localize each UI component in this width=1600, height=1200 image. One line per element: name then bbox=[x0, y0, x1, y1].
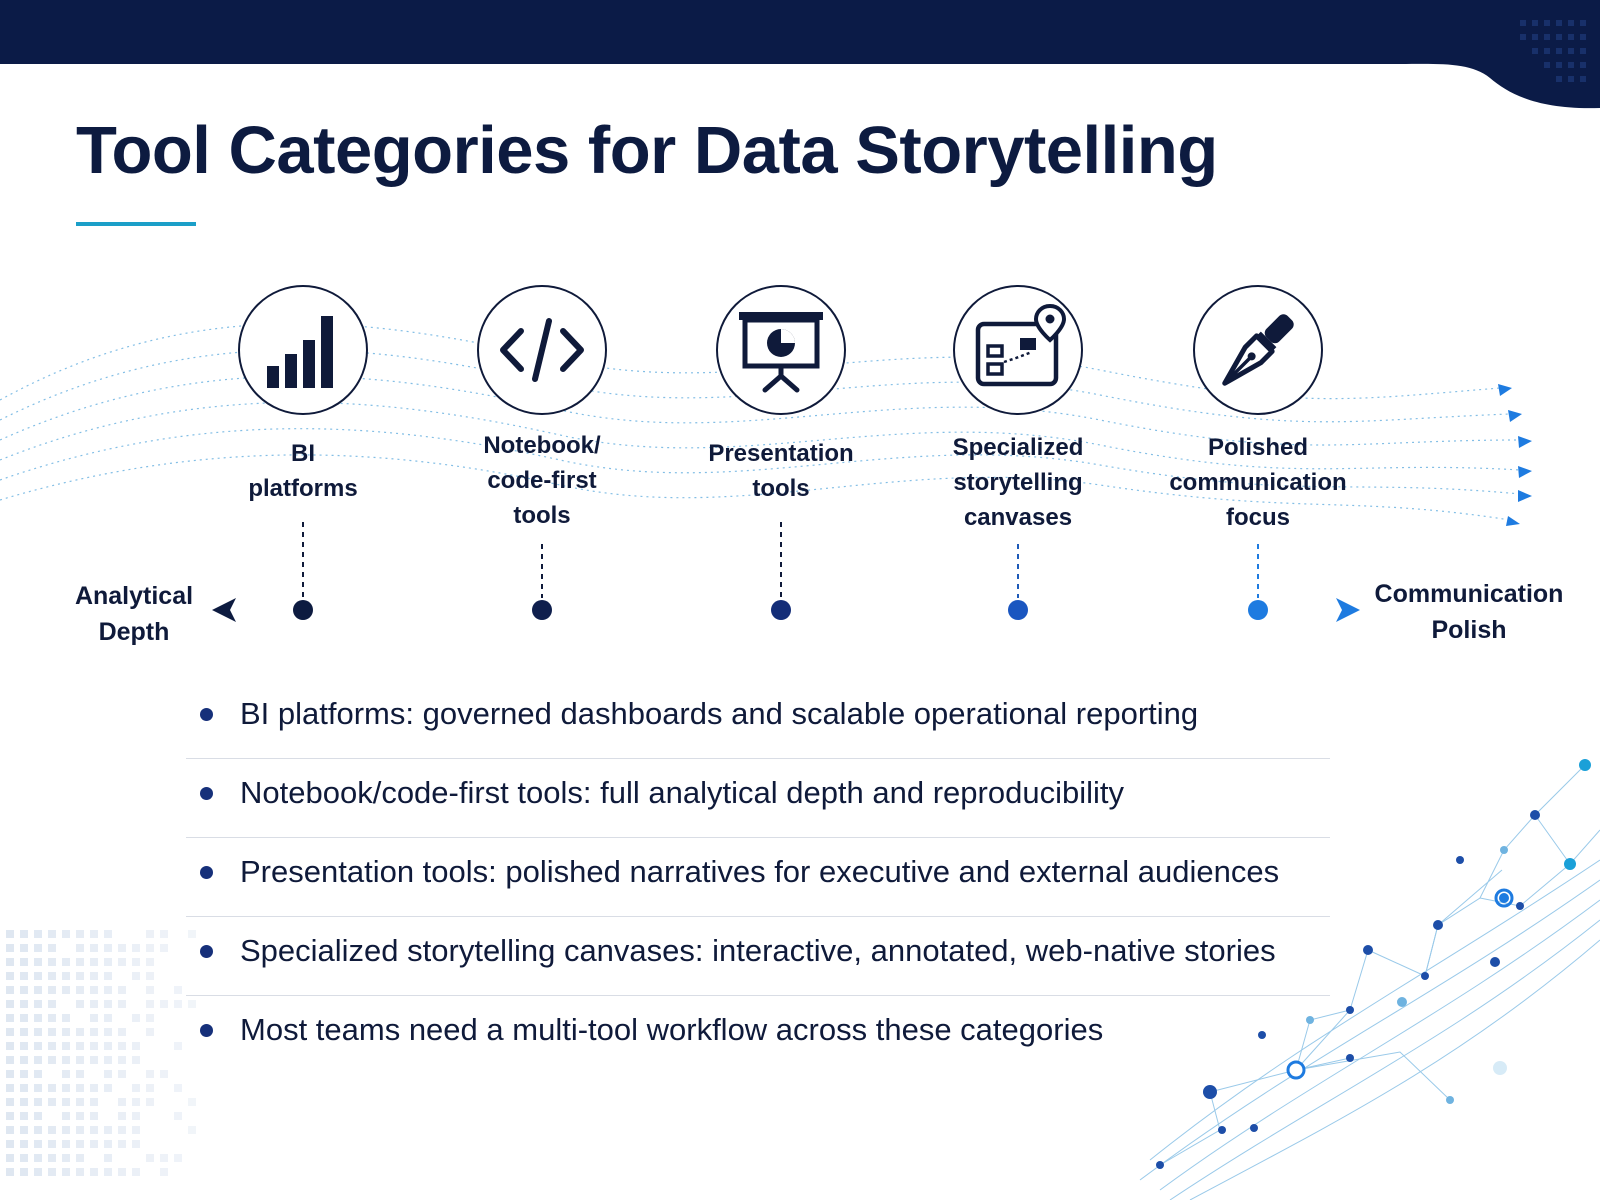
list-item: Specialized storytelling canvases: inter… bbox=[186, 917, 1330, 996]
bullet-dot bbox=[200, 1024, 213, 1037]
stage-label-5: Polished communication focus bbox=[1158, 430, 1358, 535]
list-item: Notebook/code-first tools: full analytic… bbox=[186, 759, 1330, 838]
bullet-text: Presentation tools: polished narratives … bbox=[240, 854, 1279, 890]
bullet-text: Most teams need a multi-tool workflow ac… bbox=[240, 1012, 1103, 1048]
stage-label-1: BI platforms bbox=[203, 436, 403, 506]
axis-label-right: Communication Polish bbox=[1374, 576, 1564, 648]
bullet-dot bbox=[200, 945, 213, 958]
header-band bbox=[0, 0, 1600, 120]
axis-marker-5 bbox=[1248, 600, 1268, 620]
list-item: BI platforms: governed dashboards and sc… bbox=[186, 680, 1330, 759]
axis-right-arrow bbox=[1336, 598, 1360, 622]
fountain-pen-icon bbox=[1213, 305, 1303, 395]
bullet-text: BI platforms: governed dashboards and sc… bbox=[240, 696, 1198, 732]
stage-1-circle bbox=[238, 285, 368, 415]
axis-left-arrow bbox=[212, 598, 236, 622]
title-underline bbox=[76, 222, 196, 226]
stage-4-circle bbox=[953, 285, 1083, 415]
stage-5-circle bbox=[1193, 285, 1323, 415]
bullet-dot bbox=[200, 866, 213, 879]
bullet-dot bbox=[200, 708, 213, 721]
bullet-text: Specialized storytelling canvases: inter… bbox=[240, 933, 1276, 969]
axis-label-left: Analytical Depth bbox=[64, 578, 204, 650]
map-canvas-pin-icon bbox=[970, 302, 1066, 398]
axis-marker-1 bbox=[293, 600, 313, 620]
stage-label-2: Notebook/ code-first tools bbox=[442, 428, 642, 533]
presentation-board-icon bbox=[733, 302, 829, 398]
bar-chart-icon bbox=[261, 308, 345, 392]
code-brackets-icon bbox=[497, 315, 587, 385]
list-item: Presentation tools: polished narratives … bbox=[186, 838, 1330, 917]
list-item: Most teams need a multi-tool workflow ac… bbox=[186, 996, 1330, 1075]
axis-marker-4 bbox=[1008, 600, 1028, 620]
stage-label-3: Presentation tools bbox=[681, 436, 881, 506]
axis-marker-3 bbox=[771, 600, 791, 620]
stage-3-circle bbox=[716, 285, 846, 415]
bullet-text: Notebook/code-first tools: full analytic… bbox=[240, 775, 1124, 811]
axis-marker-2 bbox=[532, 600, 552, 620]
stage-2-circle bbox=[477, 285, 607, 415]
bullet-dot bbox=[200, 787, 213, 800]
page-title: Tool Categories for Data Storytelling bbox=[76, 112, 1218, 189]
stage-label-4: Specialized storytelling canvases bbox=[918, 430, 1118, 535]
bullet-list: BI platforms: governed dashboards and sc… bbox=[186, 680, 1330, 1075]
